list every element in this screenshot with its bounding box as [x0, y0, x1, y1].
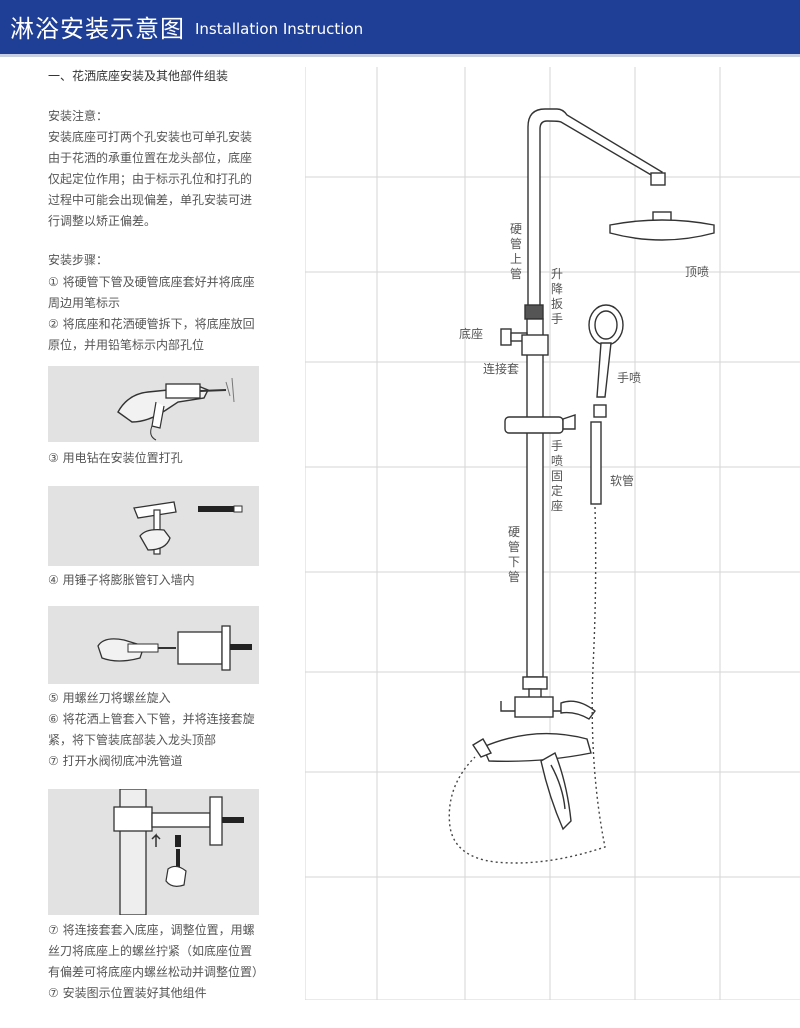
step-line: 周边用笔标示: [48, 296, 121, 310]
photo-screwdriver: [48, 606, 259, 684]
label-hand-holder: 手喷固定座: [551, 439, 564, 513]
step-line: ① 将硬管下管及硬管底座套好并将底座: [48, 275, 255, 289]
step-line: ③ 用电钻在安装位置打孔: [48, 451, 183, 465]
step-line: ⑦ 打开水阀彻底冲洗管道: [48, 754, 183, 768]
step-line: 原位，并用铅笔标示内部孔位: [48, 338, 205, 352]
label-top-spray: 顶喷: [685, 265, 710, 279]
step-line: ④ 用锤子将膨胀管钉入墙内: [48, 573, 195, 587]
step-line: 紧，将下管装底部装入龙头顶部: [48, 733, 217, 747]
step-line: ⑤ 用螺丝刀将螺丝旋入: [48, 691, 171, 705]
title-en: Installation Instruction: [195, 20, 364, 38]
section-title: 一、花洒底座安装及其他部件组装: [48, 69, 229, 83]
label-hand-spray: 手喷: [617, 371, 642, 385]
note-line: 由于花洒的承重位置在龙头部位，底座: [48, 151, 253, 165]
note-line: 仅起定位作用；由于标示孔位和打孔的: [48, 172, 253, 186]
note-line: 安装底座可打两个孔安装也可单孔安装: [48, 130, 253, 144]
title-cn: 淋浴安装示意图: [10, 15, 185, 43]
shower-diagram: 硬管上管 升降扳手 顶喷 底座 连接套 手喷 手喷固定座 软管 硬管下管: [305, 67, 800, 1000]
step-line: 有偏差可将底座内螺丝松动并调整位置）: [48, 965, 265, 979]
photo-base-assembly: [48, 789, 259, 915]
label-upper-pipe: 硬管上管: [510, 222, 523, 281]
label-lower-pipe: 硬管下管: [508, 525, 521, 584]
photo-hammer: [48, 486, 259, 566]
step-line: ⑦ 将连接套套入底座，调整位置，用螺: [48, 923, 255, 937]
label-connector: 连接套: [483, 362, 520, 376]
steps-heading: 安装步骤：: [48, 253, 109, 267]
note-line: 过程中可能会出现偏差，单孔安装可进: [48, 193, 253, 207]
label-base: 底座: [459, 327, 484, 341]
step-line: 丝刀将底座上的螺丝拧紧（如底座位置: [48, 944, 253, 958]
notes-heading: 安装注意：: [48, 109, 109, 123]
step-line: ② 将底座和花洒硬管拆下，将底座放回: [48, 317, 255, 331]
step-line: ⑦ 安装图示位置装好其他组件: [48, 986, 207, 1000]
header-banner: 淋浴安装示意图 Installation Instruction: [0, 0, 800, 57]
label-lift-wrench: 升降扳手: [551, 267, 564, 326]
photo-drill: [48, 366, 259, 442]
note-line: 行调整以矫正偏差。: [48, 214, 157, 228]
step-line: ⑥ 将花洒上管套入下管，并将连接套旋: [48, 712, 255, 726]
label-hose: 软管: [610, 474, 635, 488]
